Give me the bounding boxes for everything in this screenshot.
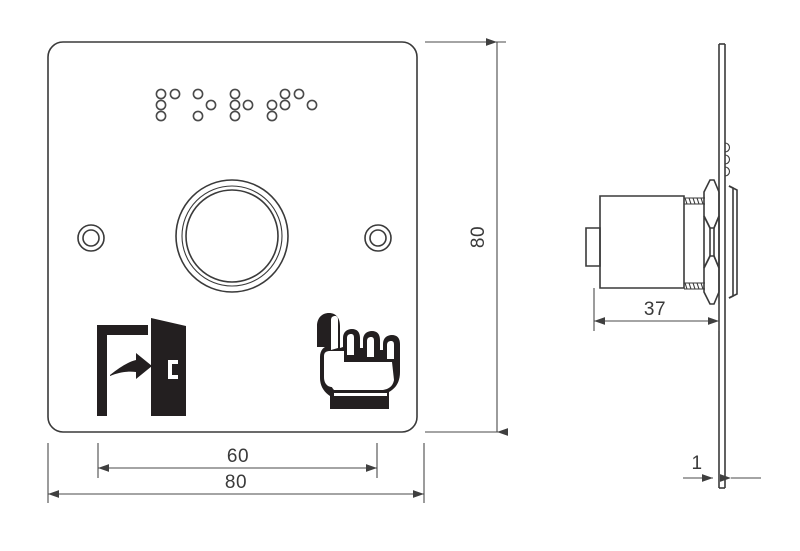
retaining-clip xyxy=(728,185,738,299)
dimension-plate-width: 80 xyxy=(47,443,425,503)
braille-legend xyxy=(155,88,318,122)
exit-door-icon xyxy=(97,318,186,416)
threaded-shaft-lower xyxy=(684,282,705,290)
plate-profile xyxy=(718,43,726,489)
dimension-value-button-span: 60 xyxy=(227,446,249,467)
dimension-button-span: 60 xyxy=(97,443,378,478)
dimension-body-depth: 37 xyxy=(593,288,720,331)
dimension-value-plate-thickness: 1 xyxy=(691,453,702,474)
braille-dot-profile xyxy=(724,142,731,177)
mounting-nut-lower xyxy=(703,255,720,305)
dimension-value-body-depth: 37 xyxy=(644,299,666,320)
dimension-plate-thickness: 1 xyxy=(683,453,761,482)
screw-hole-right xyxy=(364,224,392,252)
dimension-plate-height: 80 xyxy=(425,38,508,436)
pointing-hand-icon xyxy=(317,313,400,409)
dimension-value-plate-width: 80 xyxy=(225,472,247,493)
button-collar xyxy=(703,215,720,269)
round-push-button[interactable] xyxy=(175,179,289,293)
front-view xyxy=(47,41,418,433)
threaded-shaft-upper xyxy=(684,197,705,205)
plate-outline xyxy=(47,41,418,433)
screw-hole-left xyxy=(77,224,105,252)
button-body xyxy=(599,195,685,289)
side-view xyxy=(585,43,738,489)
dimension-value-plate-height: 80 xyxy=(468,226,489,248)
rear-terminal-block xyxy=(585,227,601,267)
